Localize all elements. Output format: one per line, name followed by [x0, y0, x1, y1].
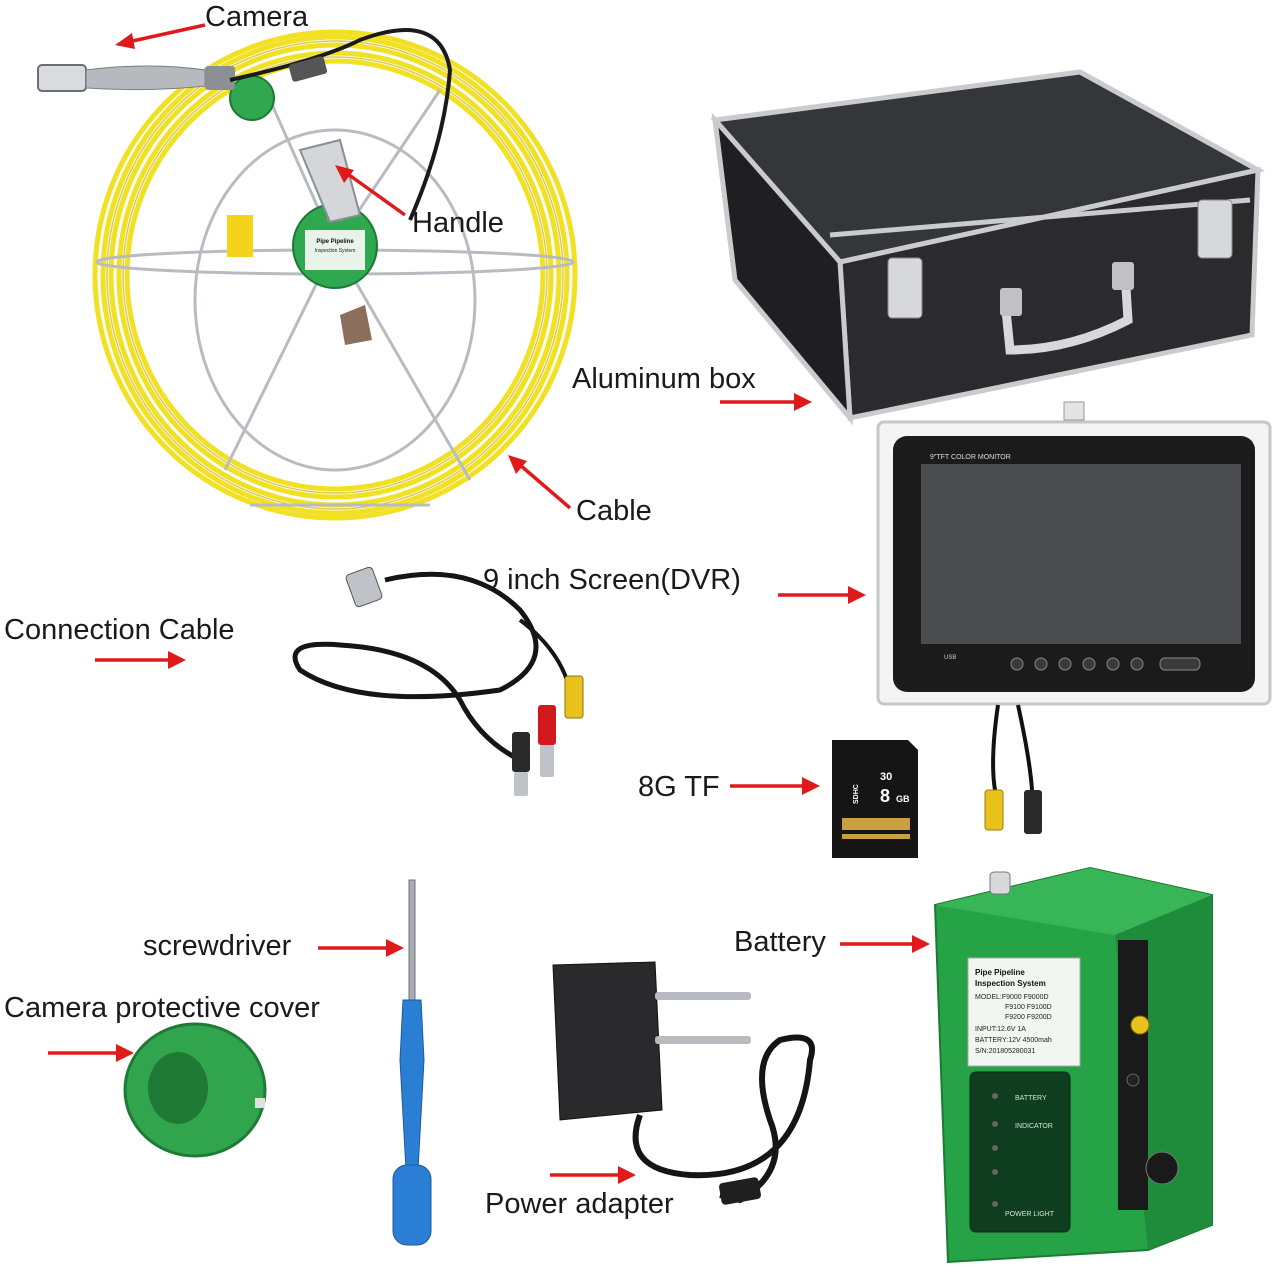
- label-aluminum-box: Aluminum box: [572, 363, 756, 395]
- battery-sticker-line-1: Pipe Pipeline: [975, 968, 1025, 977]
- label-handle: Handle: [412, 207, 504, 239]
- battery-sticker-line-8: S/N:201805280031: [975, 1048, 1035, 1055]
- battery-sticker-line-4: F9100 F9100D: [1005, 1004, 1052, 1011]
- sd-card: 30 8 GB SDHC: [832, 740, 918, 858]
- label-connection-cable: Connection Cable: [4, 614, 235, 646]
- sd-card-unit: GB: [896, 794, 910, 804]
- monitor-usb-label: USB: [944, 655, 956, 661]
- label-cable: Cable: [576, 495, 652, 527]
- battery-panel-battery: BATTERY: [1015, 1095, 1047, 1102]
- label-protective-cover: Camera protective cover: [4, 992, 320, 1024]
- battery-panel-indicator: INDICATOR: [1015, 1123, 1053, 1130]
- cable-reel: Pipe Pipeline Inspection System: [37, 28, 578, 521]
- sd-card-capacity: 8: [880, 786, 890, 806]
- battery-sticker-line-7: BATTERY:12V 4500mah: [975, 1037, 1052, 1044]
- connection-cable: [292, 566, 584, 796]
- label-battery: Battery: [734, 926, 826, 958]
- dvr-monitor: 9"TFT COLOR MONITOR USB: [876, 401, 1272, 834]
- aluminum-box: [710, 69, 1266, 426]
- camera-head: [37, 64, 87, 92]
- reel-label-title: Pipe Pipeline: [316, 239, 354, 245]
- label-screwdriver: screwdriver: [143, 930, 292, 962]
- battery-sticker-line-5: F9200 F9200D: [1005, 1014, 1052, 1021]
- sd-card-speed: 30: [880, 771, 892, 783]
- protective-cover: [123, 1022, 267, 1158]
- screwdriver: [392, 879, 432, 1246]
- label-power-adapter: Power adapter: [485, 1188, 674, 1220]
- battery-box: Pipe Pipeline Inspection System MODEL:F9…: [933, 866, 1213, 1264]
- pointer-arrows: [48, 23, 930, 1184]
- reel-label-subtitle: Inspection System: [315, 248, 356, 254]
- label-screen: 9 inch Screen(DVR): [483, 564, 741, 596]
- label-tf-card: 8G TF: [638, 771, 720, 803]
- battery-sticker-line-3: MODEL:F9000 F9000D: [975, 994, 1049, 1001]
- battery-sticker-line-6: INPUT:12.6V 1A: [975, 1026, 1026, 1033]
- label-camera: Camera: [205, 1, 309, 33]
- monitor-buttons: [1010, 657, 1201, 671]
- sd-card-hc: SDHC: [853, 784, 860, 804]
- battery-sticker-line-2: Inspection System: [975, 979, 1046, 988]
- battery-panel-power-light: POWER LIGHT: [1005, 1211, 1055, 1218]
- power-adapter: [552, 961, 815, 1205]
- monitor-brand: 9"TFT COLOR MONITOR: [930, 454, 1011, 461]
